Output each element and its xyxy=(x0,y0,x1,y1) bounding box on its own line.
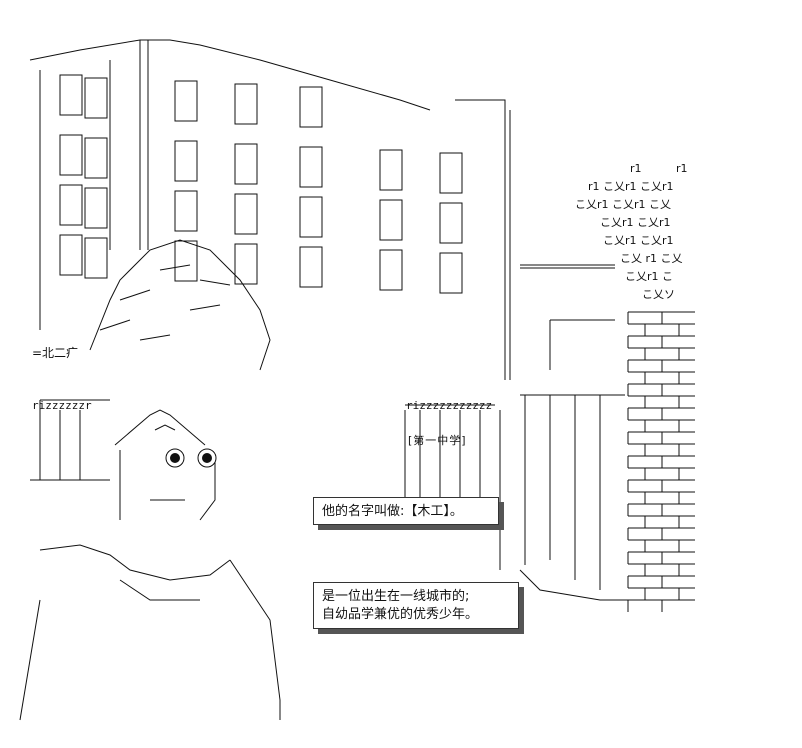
window xyxy=(299,246,323,288)
shop-right-sign: rizzzzzzzzzzz xyxy=(406,399,492,412)
window xyxy=(59,184,83,226)
window xyxy=(234,243,258,285)
tree-glyph-row: こ乂r1 こ乂r1 xyxy=(600,216,671,229)
window xyxy=(379,249,403,291)
tree-glyph-row: こ乂 r1 こ乂 xyxy=(620,252,683,265)
window xyxy=(84,77,108,119)
tree-glyph-row: こ乂r1 こ乂r1 こ乂 xyxy=(575,198,671,211)
tree-glyph-row: こ乂r1 こ乂r1 xyxy=(603,234,674,247)
window xyxy=(174,240,198,282)
window xyxy=(379,199,403,241)
window xyxy=(59,74,83,116)
window xyxy=(299,86,323,128)
window xyxy=(59,134,83,176)
eyes xyxy=(165,448,217,468)
window xyxy=(84,137,108,179)
caption-bio-line2: 自幼品学兼优的优秀少年。 xyxy=(322,607,479,622)
window xyxy=(439,252,463,294)
body xyxy=(19,544,281,721)
school-building xyxy=(455,99,628,601)
brick-wall xyxy=(627,311,695,612)
shop-left-sign: rizzzzzzr xyxy=(32,399,92,412)
window xyxy=(299,146,323,188)
caption-bio-line1: 是一位出生在一线城市的; xyxy=(322,589,470,604)
apartment-building xyxy=(29,39,431,330)
window xyxy=(299,196,323,238)
tree-glyph-row: r1 こ乂r1 こ乂r1 xyxy=(588,180,674,193)
window xyxy=(174,140,198,182)
window xyxy=(379,149,403,191)
window xyxy=(174,80,198,122)
caption-box-name: 他的名字叫做:【木工】。 xyxy=(313,497,499,525)
window xyxy=(234,143,258,185)
tree-glyph-row: こ乂r1 こ xyxy=(625,270,673,283)
window xyxy=(84,187,108,229)
window xyxy=(439,152,463,194)
window xyxy=(59,234,83,276)
hair xyxy=(89,239,271,371)
storefront-text: =北二疒 xyxy=(32,345,78,360)
face xyxy=(114,409,216,521)
window xyxy=(234,83,258,125)
window xyxy=(439,202,463,244)
storefront xyxy=(30,399,495,500)
caption-name-text: 他的名字叫做:【木工】。 xyxy=(322,504,463,519)
tree-glyph-row: r1 xyxy=(630,162,642,175)
window xyxy=(174,190,198,232)
school-sign: [第一中学] xyxy=(408,434,467,447)
caption-box-bio: 是一位出生在一线城市的; 自幼品学兼优的优秀少年。 xyxy=(313,582,519,629)
tree-glyph-row: r1 xyxy=(676,162,688,175)
tree-glyph-row: こ乂ソ xyxy=(642,288,675,301)
window-grid xyxy=(59,74,463,294)
window xyxy=(234,193,258,235)
window xyxy=(84,237,108,279)
